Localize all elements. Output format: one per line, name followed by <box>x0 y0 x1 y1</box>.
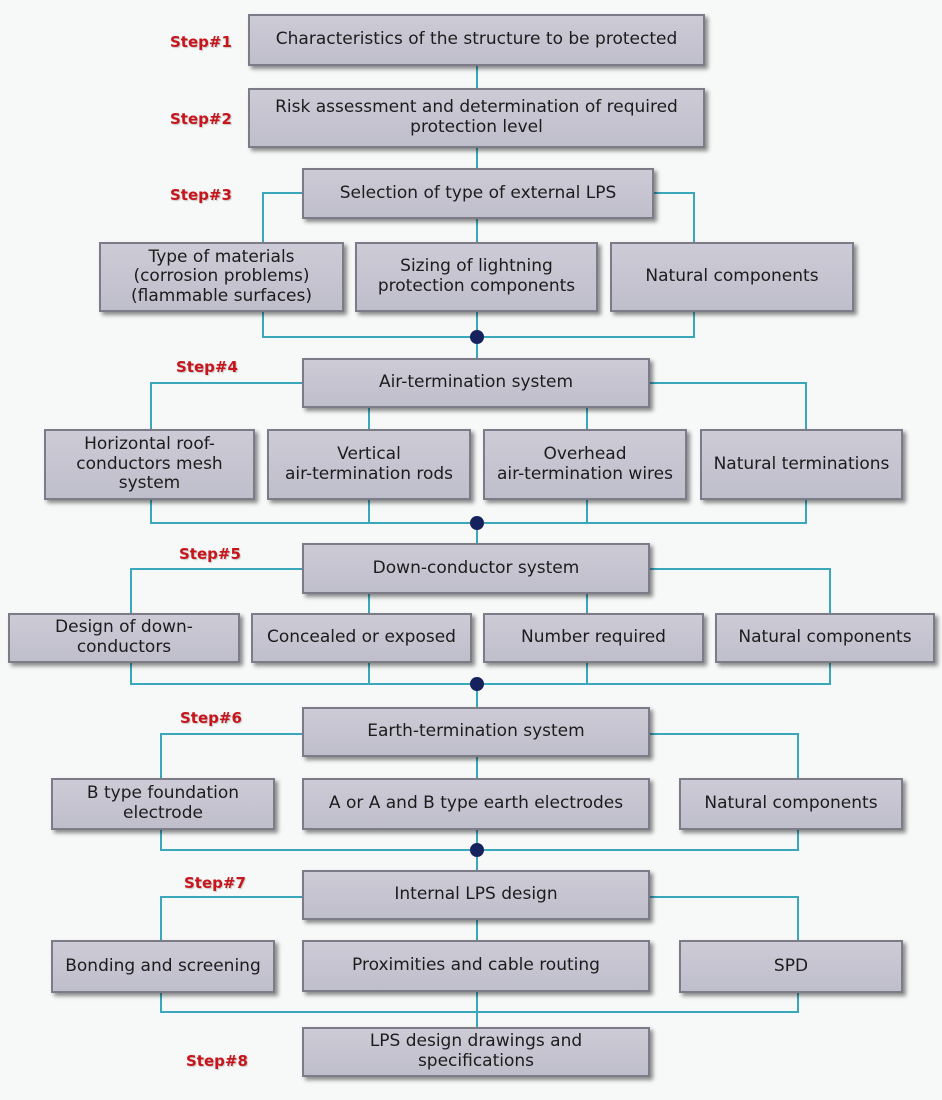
horizontal-mesh-box: Horizontal roof- conductors mesh system <box>44 429 255 500</box>
step-label-4: Step#4 <box>176 358 238 376</box>
step-label-8: Step#8 <box>186 1052 248 1070</box>
characteristics-box: Characteristics of the structure to be p… <box>248 14 705 66</box>
sizing-box: Sizing of lightning protection component… <box>355 242 598 312</box>
natural-components-step6-box: Natural components <box>679 778 903 830</box>
risk-assessment-box: Risk assessment and determination of req… <box>248 88 705 148</box>
natural-terminations-box: Natural terminations <box>700 429 903 500</box>
concealed-exposed-box: Concealed or exposed <box>251 613 472 663</box>
step-label-3: Step#3 <box>170 186 232 204</box>
proximities-routing-box: Proximities and cable routing <box>302 940 650 992</box>
spd-box: SPD <box>679 940 903 993</box>
a-or-ab-electrodes-box: A or A and B type earth electrodes <box>302 778 650 830</box>
natural-components-step3-box: Natural components <box>610 242 854 312</box>
step-label-1: Step#1 <box>170 33 232 51</box>
materials-box: Type of materials (corrosion problems) (… <box>99 242 344 312</box>
design-down-conductors-box: Design of down-conductors <box>8 613 240 663</box>
step-label-2: Step#2 <box>170 110 232 128</box>
bonding-screening-box: Bonding and screening <box>51 940 275 993</box>
vertical-rods-box: Vertical air-termination rods <box>267 429 471 500</box>
overhead-wires-box: Overhead air-termination wires <box>483 429 687 500</box>
air-termination-box: Air-termination system <box>302 358 650 408</box>
number-required-box: Number required <box>483 613 704 663</box>
step-label-6: Step#6 <box>180 709 242 727</box>
b-type-electrode-box: B type foundation electrode <box>51 778 275 830</box>
step-label-5: Step#5 <box>179 545 241 563</box>
internal-lps-box: Internal LPS design <box>302 870 650 920</box>
earth-termination-box: Earth-termination system <box>302 707 650 757</box>
lps-drawings-box: LPS design drawings and specifications <box>302 1027 650 1077</box>
selection-external-lps-box: Selection of type of external LPS <box>302 168 654 219</box>
natural-components-step5-box: Natural components <box>715 613 935 663</box>
step-label-7: Step#7 <box>184 874 246 892</box>
down-conductor-box: Down-conductor system <box>302 543 650 594</box>
